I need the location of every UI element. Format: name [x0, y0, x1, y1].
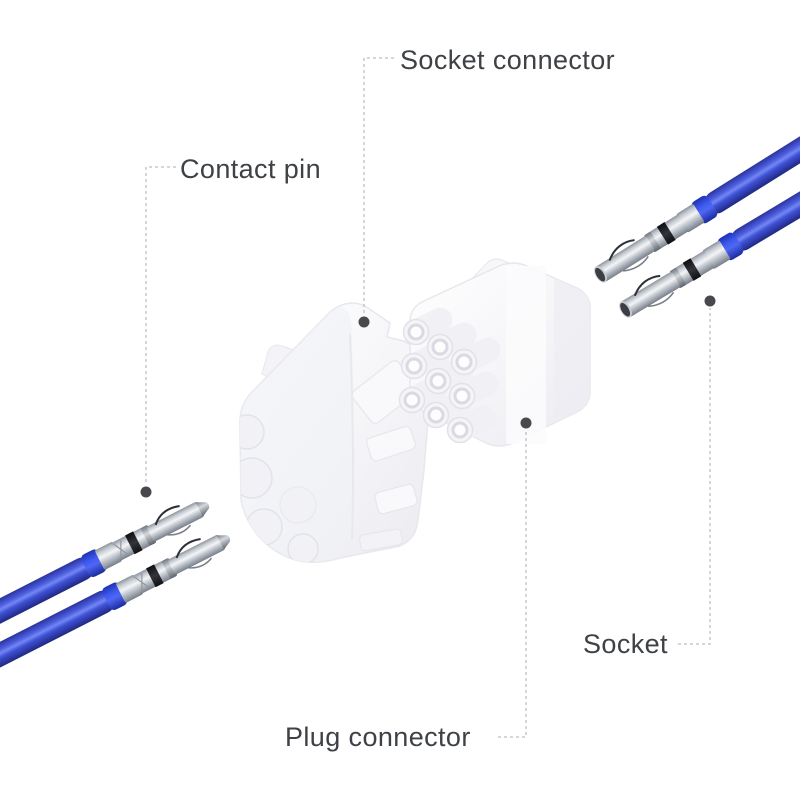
label-plug-connector: Plug connector [285, 722, 471, 752]
label-socket-connector: Socket connector [400, 45, 616, 75]
plug-connector-housing [398, 258, 591, 447]
leader-socket-connector [363, 57, 394, 315]
housing-front-face [239, 307, 354, 563]
housing-ridge [349, 333, 355, 541]
leader-dots [140, 295, 716, 498]
dot-socket-connector [358, 316, 370, 328]
socket-wire-upper [587, 36, 800, 289]
label-contact-pin: Contact pin [180, 154, 321, 184]
plug-right-shade [554, 278, 590, 423]
label-socket: Socket [583, 629, 668, 659]
leader-socket [678, 308, 711, 645]
dot-contact-pin [140, 486, 152, 498]
leader-lines [145, 57, 711, 738]
housing-latches [351, 360, 419, 552]
plug-barrels [398, 307, 501, 444]
dot-plug-connector [520, 417, 532, 429]
leader-plug-connector [498, 430, 527, 738]
dot-socket [704, 295, 716, 307]
barrel-ends [398, 318, 478, 444]
leader-contact-pin [145, 166, 176, 485]
socket-connector-housing [239, 302, 434, 563]
plug-bright-band [506, 266, 546, 444]
